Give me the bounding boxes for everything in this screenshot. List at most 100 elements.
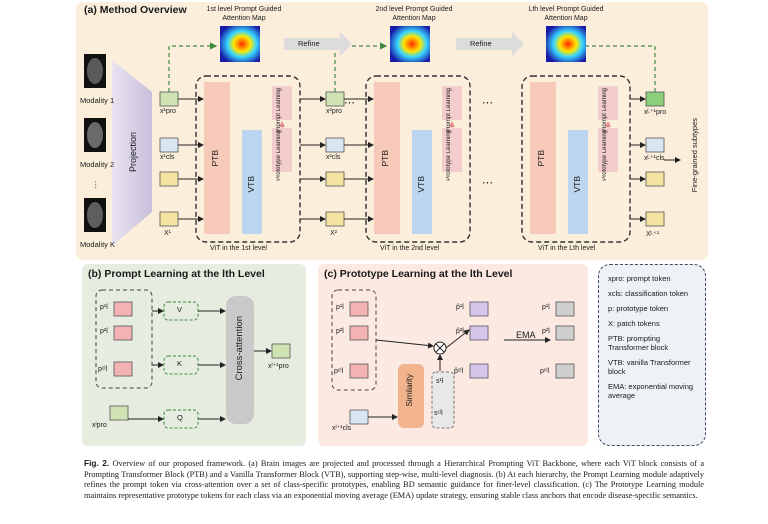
legend-box: xpro: prompt token xcls: classification … [598, 264, 706, 446]
prompt-learning-label-1: Prompt Learning [276, 88, 282, 133]
proto-hat-2-label: p̂²l [456, 328, 464, 335]
panel-a-title: (a) Method Overview [84, 4, 187, 16]
proto-hat-c-label: p̂ᶜˡl [454, 368, 464, 375]
proto-c-c [349, 363, 369, 379]
attention-map-2 [390, 26, 430, 62]
ellipsis-x: ⋯ [482, 177, 493, 189]
vtb-label-1: VTB [246, 176, 256, 193]
token-x-2-b [325, 211, 345, 227]
q-label: Q [177, 413, 183, 422]
ema-label: EMA [516, 330, 536, 340]
token-cls-out-label: xᴸ⁺¹cls [644, 155, 665, 162]
proto-c-2 [349, 325, 369, 341]
token-x-2-a [325, 171, 345, 187]
similarity-scores [431, 371, 455, 429]
proto-c-c-label: pᶜˡl [334, 368, 344, 375]
prompt-learning-label-l: Prompt Learning [602, 88, 608, 133]
token-cls-in-c [349, 409, 369, 425]
proto-out-c [555, 363, 575, 379]
proto-hat-1 [469, 301, 489, 317]
token-pro-in-b-label: xˡpro [92, 422, 107, 429]
ptb-block-2 [374, 82, 400, 234]
ptb-block-1 [204, 82, 230, 234]
token-x-1-a [159, 171, 179, 187]
vtb-block-1 [242, 130, 262, 234]
token-cls-2-label: x²cls [326, 154, 341, 161]
proto-out-1 [555, 301, 575, 317]
caption-text: Overview of our proposed framework. (a) … [84, 459, 704, 500]
refine-arrow-2 [456, 32, 524, 56]
vtb-block-2 [412, 130, 432, 234]
prototype-learning-label-1: Prototype Learning [276, 130, 282, 181]
legend-item-prototype: p: prototype token [608, 304, 669, 313]
token-pro-out-b-label: xˡ⁺¹pro [268, 363, 289, 370]
figure-caption: Fig. 2. Overview of our proposed framewo… [84, 458, 704, 501]
attention-map-l [546, 26, 586, 62]
cross-attention-block [226, 296, 254, 424]
vit-level-l-frame [521, 75, 631, 243]
proto-b-2 [113, 325, 133, 341]
legend-item-ema: EMA: exponential moving average [608, 382, 694, 400]
token-cls-2 [325, 137, 345, 153]
proto-hat-1-label: p̂¹l [456, 304, 464, 311]
legend-item-ptb: PTB: prompting Transformer block [608, 334, 669, 352]
v-label: V [177, 305, 183, 314]
similarity-label: Similarity [405, 374, 414, 407]
proto-out-2 [555, 325, 575, 341]
prototype-learning-label-2: Prototype Learning [446, 130, 452, 181]
legend-item-vtb: VTB: vanilla Transformer block [608, 358, 691, 376]
ellipsis-pro-2: ⋯ [482, 97, 493, 109]
proto-out-1-label: p¹l [542, 304, 550, 311]
ptb-block-l [530, 82, 556, 234]
vit-level-1-label: ViT in the 1st level [210, 245, 267, 252]
prompt-learning-block-l [598, 86, 618, 120]
vtb-block-l [568, 130, 588, 234]
legend-item-patch: X: patch tokens [608, 319, 660, 328]
proto-c-1-label: p¹l [336, 304, 344, 311]
prompt-learning-block-2 [442, 86, 462, 120]
prompt-learning-block-1 [272, 86, 292, 120]
proto-b-c-label: pᶜˡl [98, 366, 108, 373]
proto-hat-c [469, 363, 489, 379]
token-pro-1 [159, 91, 179, 107]
prototype-learning-block-1 [272, 128, 292, 172]
attention-map-1 [220, 26, 260, 62]
token-pro-out-b [271, 343, 291, 359]
panel-b-title: (b) Prompt Learning at the lth Level [88, 268, 265, 280]
token-pro-out [645, 91, 665, 107]
proto-b-1-label: p¹l [100, 304, 108, 311]
sim-score-c: sᶜˡl [434, 410, 443, 417]
vit-level-2-frame [365, 75, 471, 243]
legend-item-cls: xcls: classification token [608, 289, 689, 298]
token-cls-1 [159, 137, 179, 153]
token-pro-2 [325, 91, 345, 107]
sim-score-1: s¹l [436, 378, 444, 385]
proto-out-2-label: p²l [542, 328, 550, 335]
vtb-label-l: VTB [572, 176, 582, 193]
token-x-out-a [645, 171, 665, 187]
legend-item-pro: xpro: prompt token [608, 274, 671, 283]
proto-b-c [113, 361, 133, 377]
token-x-out-b [645, 211, 665, 227]
projection-label: Projection [128, 132, 138, 173]
prototype-set-b [95, 289, 153, 389]
refine-arrow-1 [284, 32, 352, 56]
ptb-label-l: PTB [536, 150, 546, 167]
proto-hat-2 [469, 325, 489, 341]
token-cls-in-c-label: xˡ⁺¹cls [332, 425, 352, 432]
prototype-learning-block-2 [442, 128, 462, 172]
proto-out-c-label: pᶜˡl [540, 368, 550, 375]
brain-image-modality-k [84, 198, 106, 232]
ptb-label-2: PTB [380, 150, 390, 167]
brain-image-modality-1 [84, 54, 106, 88]
output-label: Fine-grained subtypes [690, 118, 699, 193]
prototype-learning-block-l [598, 128, 618, 172]
panel-c-title: (c) Prototype Learning at the lth Level [324, 268, 513, 280]
token-pro-1-label: x¹pro [160, 108, 176, 115]
token-cls-1-label: x¹cls [160, 154, 175, 161]
prototype-learning-label-l: Prototype Learning [602, 130, 608, 181]
token-pro-out-label: xᴸ⁺¹pro [644, 109, 667, 116]
token-x-2-label: X² [330, 230, 337, 237]
attention-title-l: Lth level Prompt Guided Attention Map [528, 6, 604, 22]
token-x-1-b [159, 211, 179, 227]
